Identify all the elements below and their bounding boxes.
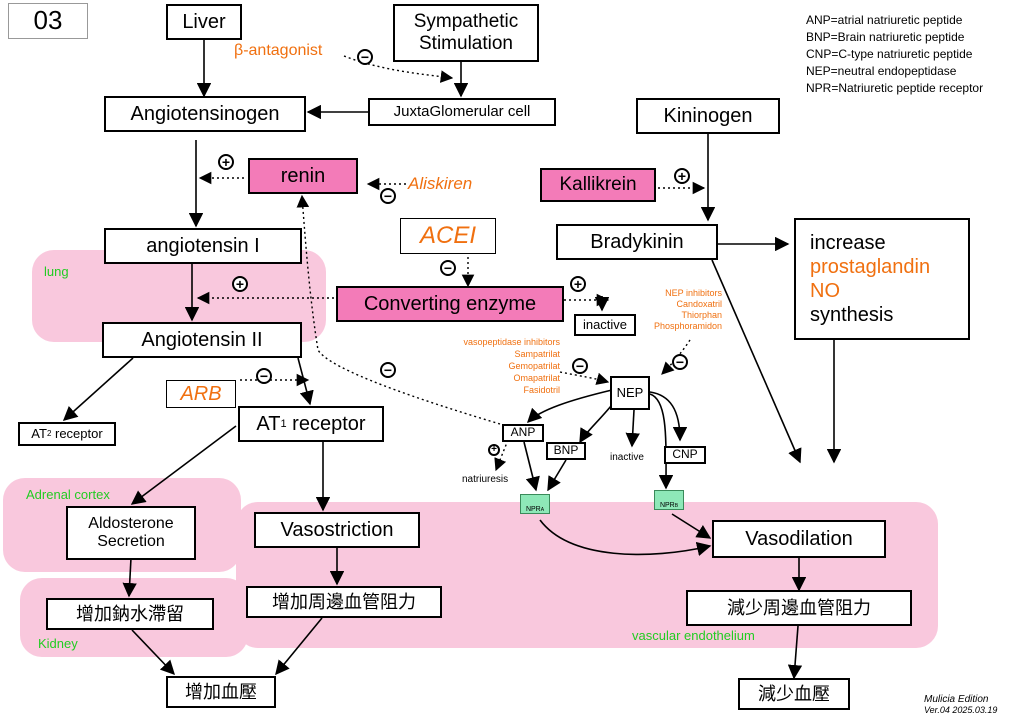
sympathetic-stimulation-box: Sympathetic Stimulation	[393, 4, 539, 62]
inactive-plus-sign: +	[570, 276, 586, 292]
converting-enzyme-box: Converting enzyme	[336, 286, 564, 322]
increase-blood-pressure-box: 增加血壓	[166, 676, 276, 708]
npr-a-subscript: A	[540, 507, 545, 513]
juxtaglomerular-cell-box: JuxtaGlomerular cell	[368, 98, 556, 126]
vasopeptidase-inhibitors-label: vasopeptidase inhibitors Sampatrilat Gem…	[440, 336, 560, 396]
legend-bnp: BNP=Brain natriuretic peptide	[806, 30, 965, 44]
at2-subscript: 2	[46, 429, 52, 439]
kallikrein-plus-sign: +	[674, 168, 690, 184]
omapatrilat-label: Omapatrilat	[513, 373, 560, 383]
decrease-blood-pressure-box: 減少血壓	[738, 678, 850, 710]
nep-box: NEP	[610, 376, 650, 410]
sodium-water-retention-box: 增加鈉水滯留	[46, 598, 214, 630]
npr-b-label: NPR	[659, 502, 675, 509]
angiotensin-1-box: angiotensin I	[104, 228, 302, 264]
legend-nep: NEP=neutral endopeptidase	[806, 64, 957, 78]
sampatrilat-label: Sampatrilat	[514, 349, 560, 359]
npr-b-subscript: B	[674, 503, 679, 509]
lung-label: lung	[44, 264, 69, 279]
page-number: 03	[8, 3, 88, 39]
synthesis-line-1: increase	[810, 232, 886, 254]
legend: ANP=atrial natriuretic peptide BNP=Brain…	[806, 12, 983, 97]
aldosterone-line-2: Secretion	[97, 533, 165, 550]
aliskiren-label: Aliskiren	[408, 174, 473, 193]
phosphoramidon-label: Phosphoramidon	[653, 321, 722, 331]
candoxatril-label: Candoxatril	[676, 299, 722, 309]
sympathetic-line-2: Stimulation	[419, 33, 513, 54]
beta-antagonist-minus-sign: −	[357, 49, 373, 65]
synthesis-box: increase prostaglandin NO synthesis	[794, 218, 970, 340]
vasopeptidase-title: vasopeptidase inhibitors	[463, 337, 560, 347]
at2-suffix: receptor	[51, 425, 103, 441]
arb-box: ARB	[166, 380, 236, 408]
npr-a-label: NPR	[525, 506, 541, 513]
bnp-box: BNP	[546, 442, 586, 460]
acei-box: ACEI	[400, 218, 496, 254]
synthesis-line-3: NO	[810, 280, 840, 302]
at2-label: AT	[31, 425, 47, 441]
vasostriction-box: Vasostriction	[254, 512, 420, 548]
legend-npr: NPR=Natriuretic peptide receptor	[806, 81, 984, 95]
kininogen-box: Kininogen	[636, 98, 780, 134]
angiotensinogen-box: Angiotensinogen	[104, 96, 306, 132]
sympathetic-line-1: Sympathetic	[413, 11, 519, 33]
adrenal-cortex-label: Adrenal cortex	[26, 487, 110, 502]
natriuresis-plus-sign: +	[488, 444, 500, 456]
inactive-label-2: inactive	[610, 452, 644, 463]
aldosterone-line-1: Aldosterone	[88, 514, 174, 532]
synthesis-line-2: prostaglandin	[810, 256, 931, 278]
aliskiren-minus-sign: −	[380, 188, 396, 204]
aldosterone-secretion-box: Aldosterone Secretion	[66, 506, 196, 560]
nep-inhibitor-minus-sign: −	[672, 354, 688, 370]
at1-suffix: receptor	[286, 412, 366, 435]
beta-antagonist-label: β-antagonist	[234, 42, 323, 59]
angiotensin-2-box: Angiotensin II	[102, 322, 302, 358]
renin-box: renin	[248, 158, 358, 194]
kallikrein-box: Kallikrein	[540, 168, 656, 202]
nep-inhibitors-label: NEP inhibitors Candoxatril Thiorphan Pho…	[636, 288, 722, 332]
acei-minus-sign: −	[440, 260, 456, 276]
fasidotril-label: Fasidotril	[523, 385, 560, 395]
cnp-box: CNP	[664, 446, 706, 464]
vasodilation-box: Vasodilation	[712, 520, 886, 558]
vascular-endothelium-label: vascular endothelium	[632, 628, 755, 643]
inactive-box-1: inactive	[574, 314, 636, 336]
at1-label: AT	[256, 412, 281, 435]
arb-minus-sign: −	[256, 368, 272, 384]
nep-inhibitors-title: NEP inhibitors	[665, 288, 722, 298]
gemopatrilat-label: Gemopatrilat	[508, 361, 560, 371]
at1-subscript: 1	[280, 417, 287, 430]
vasopeptidase-minus-sign: −	[572, 358, 588, 374]
thiorphan-label: Thiorphan	[681, 310, 722, 320]
kidney-label: Kidney	[38, 636, 78, 651]
legend-anp: ANP=atrial natriuretic peptide	[806, 13, 963, 27]
liver-box: Liver	[166, 4, 242, 40]
converting-enzyme-plus-sign: +	[232, 276, 248, 292]
bradykinin-box: Bradykinin	[556, 224, 718, 260]
increase-peripheral-resistance-box: 增加周邊血管阻力	[246, 586, 442, 618]
decrease-peripheral-resistance-box: 減少周邊血管阻力	[686, 590, 912, 626]
legend-cnp: CNP=C-type natriuretic peptide	[806, 47, 973, 61]
synthesis-line-4: synthesis	[810, 304, 894, 326]
anp-box: ANP	[502, 424, 544, 442]
renin-plus-sign: +	[218, 154, 234, 170]
anp-renin-minus-sign: −	[380, 362, 396, 378]
version-label: Ver.04 2025.03.19	[924, 705, 998, 715]
natriuresis-label: natriuresis	[462, 474, 509, 485]
edition-label: Mulicia Edition	[924, 694, 989, 705]
